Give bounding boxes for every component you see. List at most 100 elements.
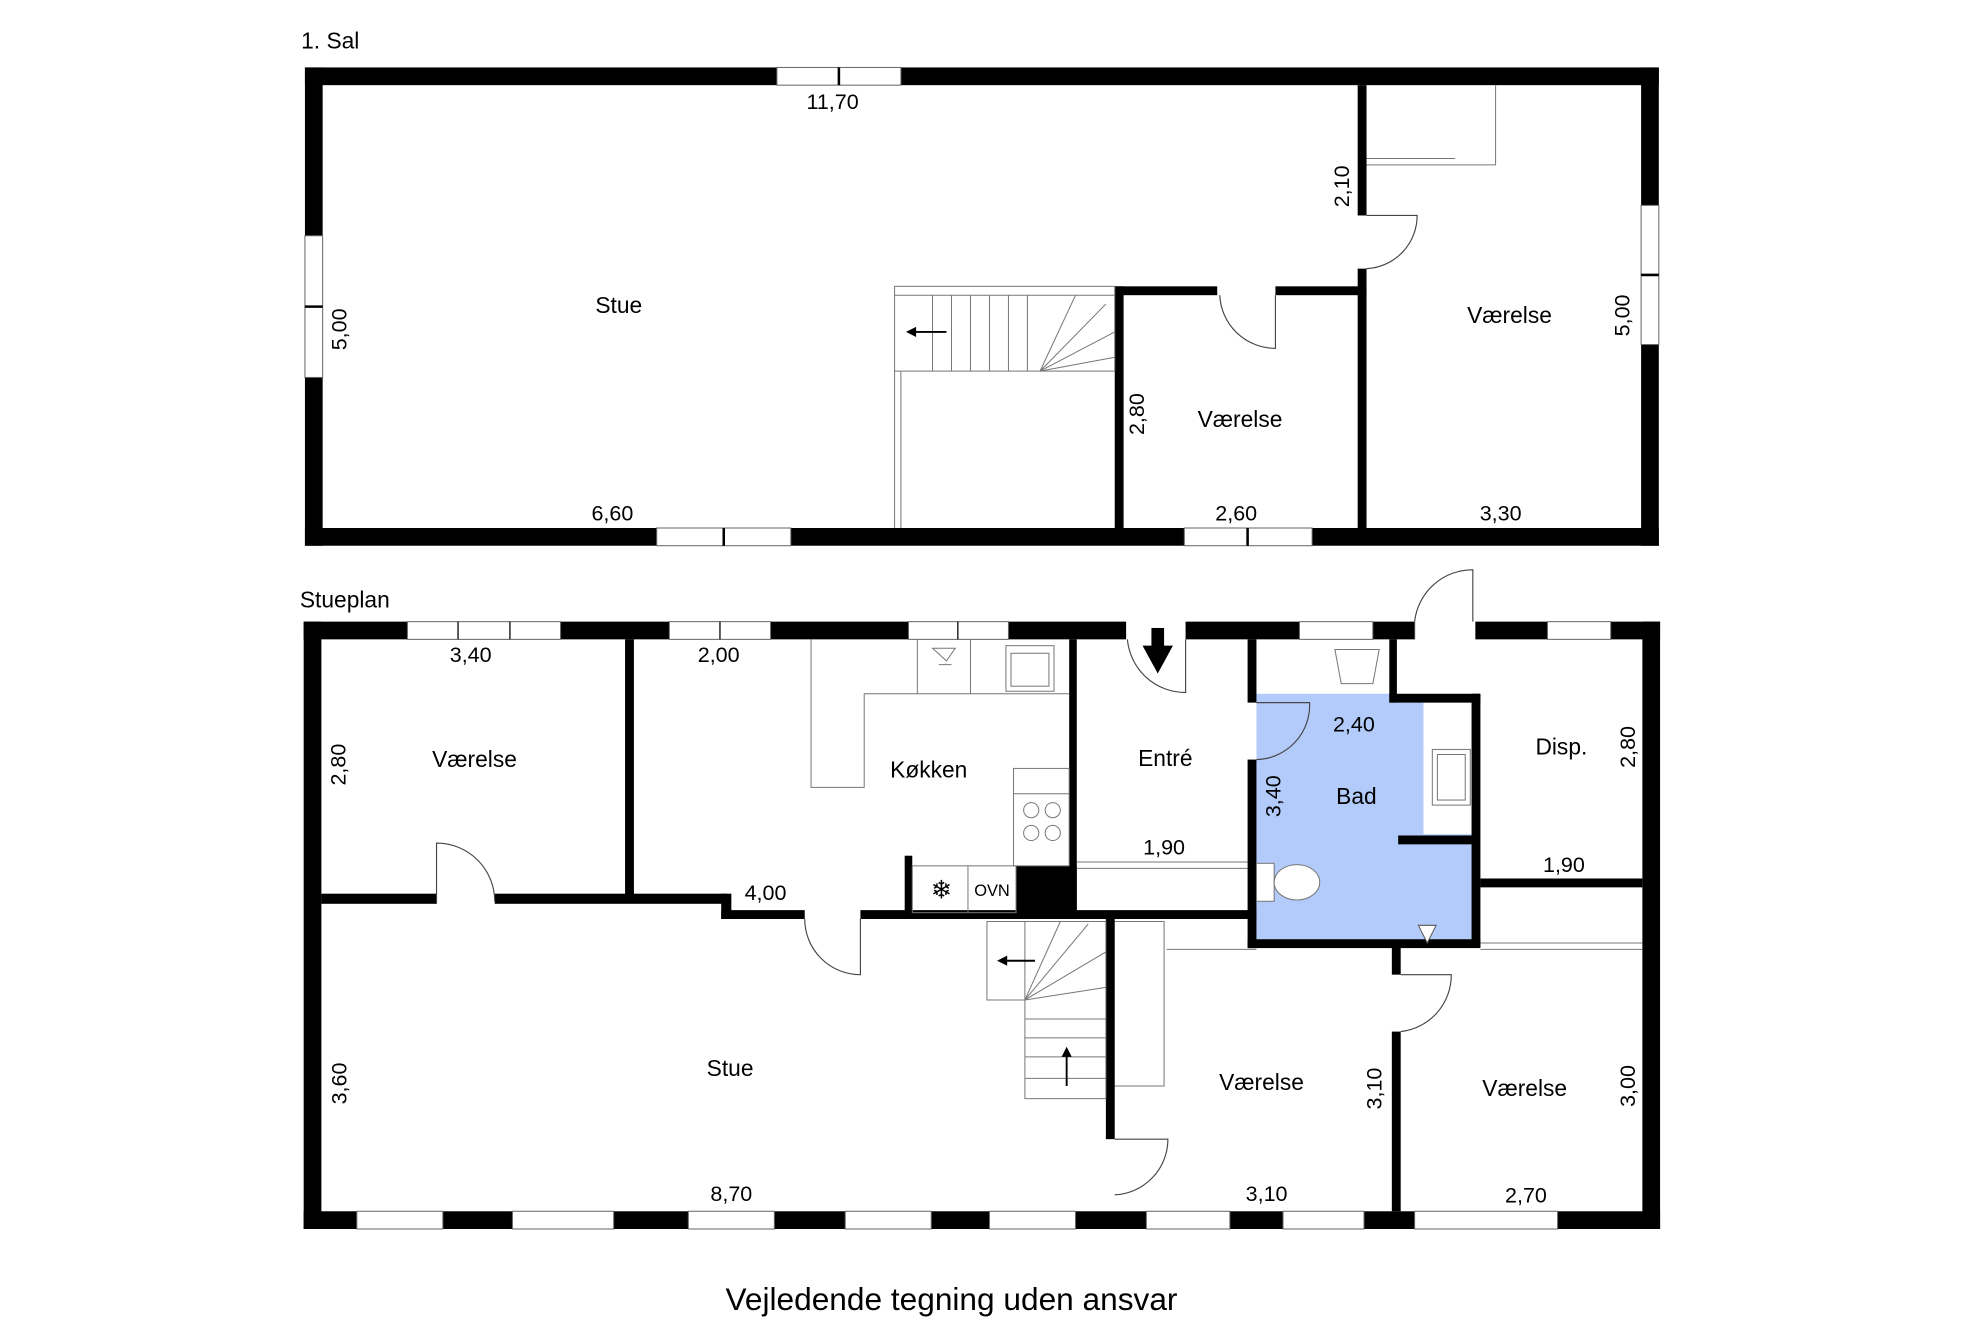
wall bbox=[721, 893, 732, 919]
door bbox=[435, 842, 496, 904]
wall bbox=[1114, 286, 1124, 529]
wall bbox=[1114, 286, 1218, 296]
stove-icon bbox=[1013, 767, 1070, 867]
wall bbox=[1069, 639, 1077, 913]
window bbox=[356, 1210, 1559, 1230]
room-label: Stue bbox=[595, 292, 642, 318]
dimension-label: 1,90 bbox=[1543, 853, 1585, 877]
floor-upper: 1. Sal bbox=[301, 27, 1660, 547]
dimension-label: 8,70 bbox=[710, 1182, 752, 1206]
dimension-label: 3,10 bbox=[1246, 1182, 1288, 1206]
staircase bbox=[894, 285, 1116, 529]
wall bbox=[304, 528, 1659, 546]
wall bbox=[625, 639, 634, 899]
dimension-label: 3,60 bbox=[328, 1063, 352, 1105]
dimension-label: 4,00 bbox=[745, 881, 787, 905]
dimension-label: 2,80 bbox=[1125, 393, 1149, 435]
closet bbox=[1076, 861, 1248, 869]
dimension-label: 2,00 bbox=[698, 643, 740, 667]
wall bbox=[721, 910, 805, 919]
door bbox=[804, 918, 861, 976]
room-label: Værelse bbox=[432, 746, 517, 772]
dimension-label: 6,60 bbox=[591, 501, 633, 525]
dimension-label: 2,10 bbox=[1330, 165, 1354, 207]
window bbox=[1298, 621, 1374, 640]
room-label: Disp. bbox=[1535, 734, 1587, 760]
freezer-icon: ❄ bbox=[931, 877, 952, 905]
floor-ground: Stueplan bbox=[300, 569, 1661, 1230]
wall bbox=[860, 910, 1257, 919]
bathtub-sink-icon bbox=[1334, 648, 1380, 685]
wall bbox=[1389, 639, 1397, 703]
window bbox=[776, 66, 902, 86]
door bbox=[1219, 295, 1276, 349]
dimension-label: 3,40 bbox=[450, 643, 492, 667]
window bbox=[656, 527, 792, 547]
wall bbox=[1275, 286, 1367, 296]
closet bbox=[1480, 942, 1643, 950]
dimension-label: 3,30 bbox=[1480, 501, 1522, 525]
dimension-label: 11,70 bbox=[806, 90, 858, 114]
wall bbox=[494, 893, 728, 904]
floor-title: 1. Sal bbox=[301, 27, 359, 53]
door bbox=[1114, 1138, 1169, 1196]
window bbox=[1183, 527, 1313, 547]
closet bbox=[1366, 85, 1497, 166]
window bbox=[406, 621, 562, 640]
disclaimer: Vejledende tegning uden ansvar bbox=[726, 1281, 1178, 1317]
toilet-icon bbox=[1255, 862, 1321, 902]
room-label: Værelse bbox=[1467, 302, 1552, 328]
wall bbox=[1357, 85, 1367, 216]
wall bbox=[1105, 918, 1115, 1140]
dimension-label: 2,80 bbox=[1616, 726, 1640, 768]
closet bbox=[1114, 921, 1257, 1087]
wall bbox=[1391, 946, 1401, 975]
room-label: Bad bbox=[1336, 783, 1377, 809]
wall bbox=[321, 893, 437, 904]
dimension-label: 3,10 bbox=[1363, 1068, 1387, 1110]
entrance-arrow-icon bbox=[1142, 627, 1173, 674]
window bbox=[1640, 204, 1660, 346]
room-label: Køkken bbox=[890, 756, 967, 782]
room-label: Stue bbox=[707, 1055, 754, 1081]
drain-icon bbox=[1417, 924, 1437, 945]
wall bbox=[1398, 835, 1475, 845]
staircase bbox=[986, 921, 1107, 1100]
wall bbox=[304, 67, 1659, 86]
front-door bbox=[1126, 639, 1187, 694]
washbasin-icon bbox=[1431, 748, 1471, 806]
door bbox=[1400, 974, 1452, 1033]
dimension-label: 2,80 bbox=[326, 744, 350, 786]
oven-label: OVN bbox=[974, 882, 1010, 900]
wall bbox=[1391, 1031, 1401, 1212]
door bbox=[1414, 569, 1474, 640]
wall bbox=[1480, 878, 1643, 888]
chimney bbox=[1016, 865, 1077, 914]
window bbox=[304, 235, 324, 378]
dishwasher-icon bbox=[931, 647, 957, 666]
sink-icon bbox=[1005, 645, 1055, 692]
room-label: Værelse bbox=[1198, 406, 1283, 432]
dimension-label: 3,40 bbox=[1261, 775, 1285, 817]
door bbox=[1366, 214, 1418, 270]
floor-title: Stueplan bbox=[300, 587, 390, 613]
wall bbox=[1357, 268, 1367, 529]
dimension-label: 2,70 bbox=[1505, 1183, 1547, 1207]
wall bbox=[1247, 759, 1257, 949]
dimension-label: 2,60 bbox=[1215, 501, 1257, 525]
window bbox=[1546, 621, 1612, 640]
window bbox=[907, 621, 1009, 640]
room-label: Entré bbox=[1138, 745, 1192, 771]
room-label: Værelse bbox=[1219, 1069, 1304, 1095]
dimension-label: 1,90 bbox=[1143, 835, 1185, 859]
wall bbox=[1247, 639, 1257, 703]
wall bbox=[1471, 693, 1481, 947]
window bbox=[668, 621, 772, 640]
door bbox=[1256, 702, 1311, 761]
wall bbox=[1389, 693, 1481, 703]
wall bbox=[1642, 621, 1661, 1229]
wall bbox=[904, 855, 913, 913]
kitchen-counter bbox=[810, 639, 1070, 788]
wall bbox=[1247, 939, 1481, 949]
